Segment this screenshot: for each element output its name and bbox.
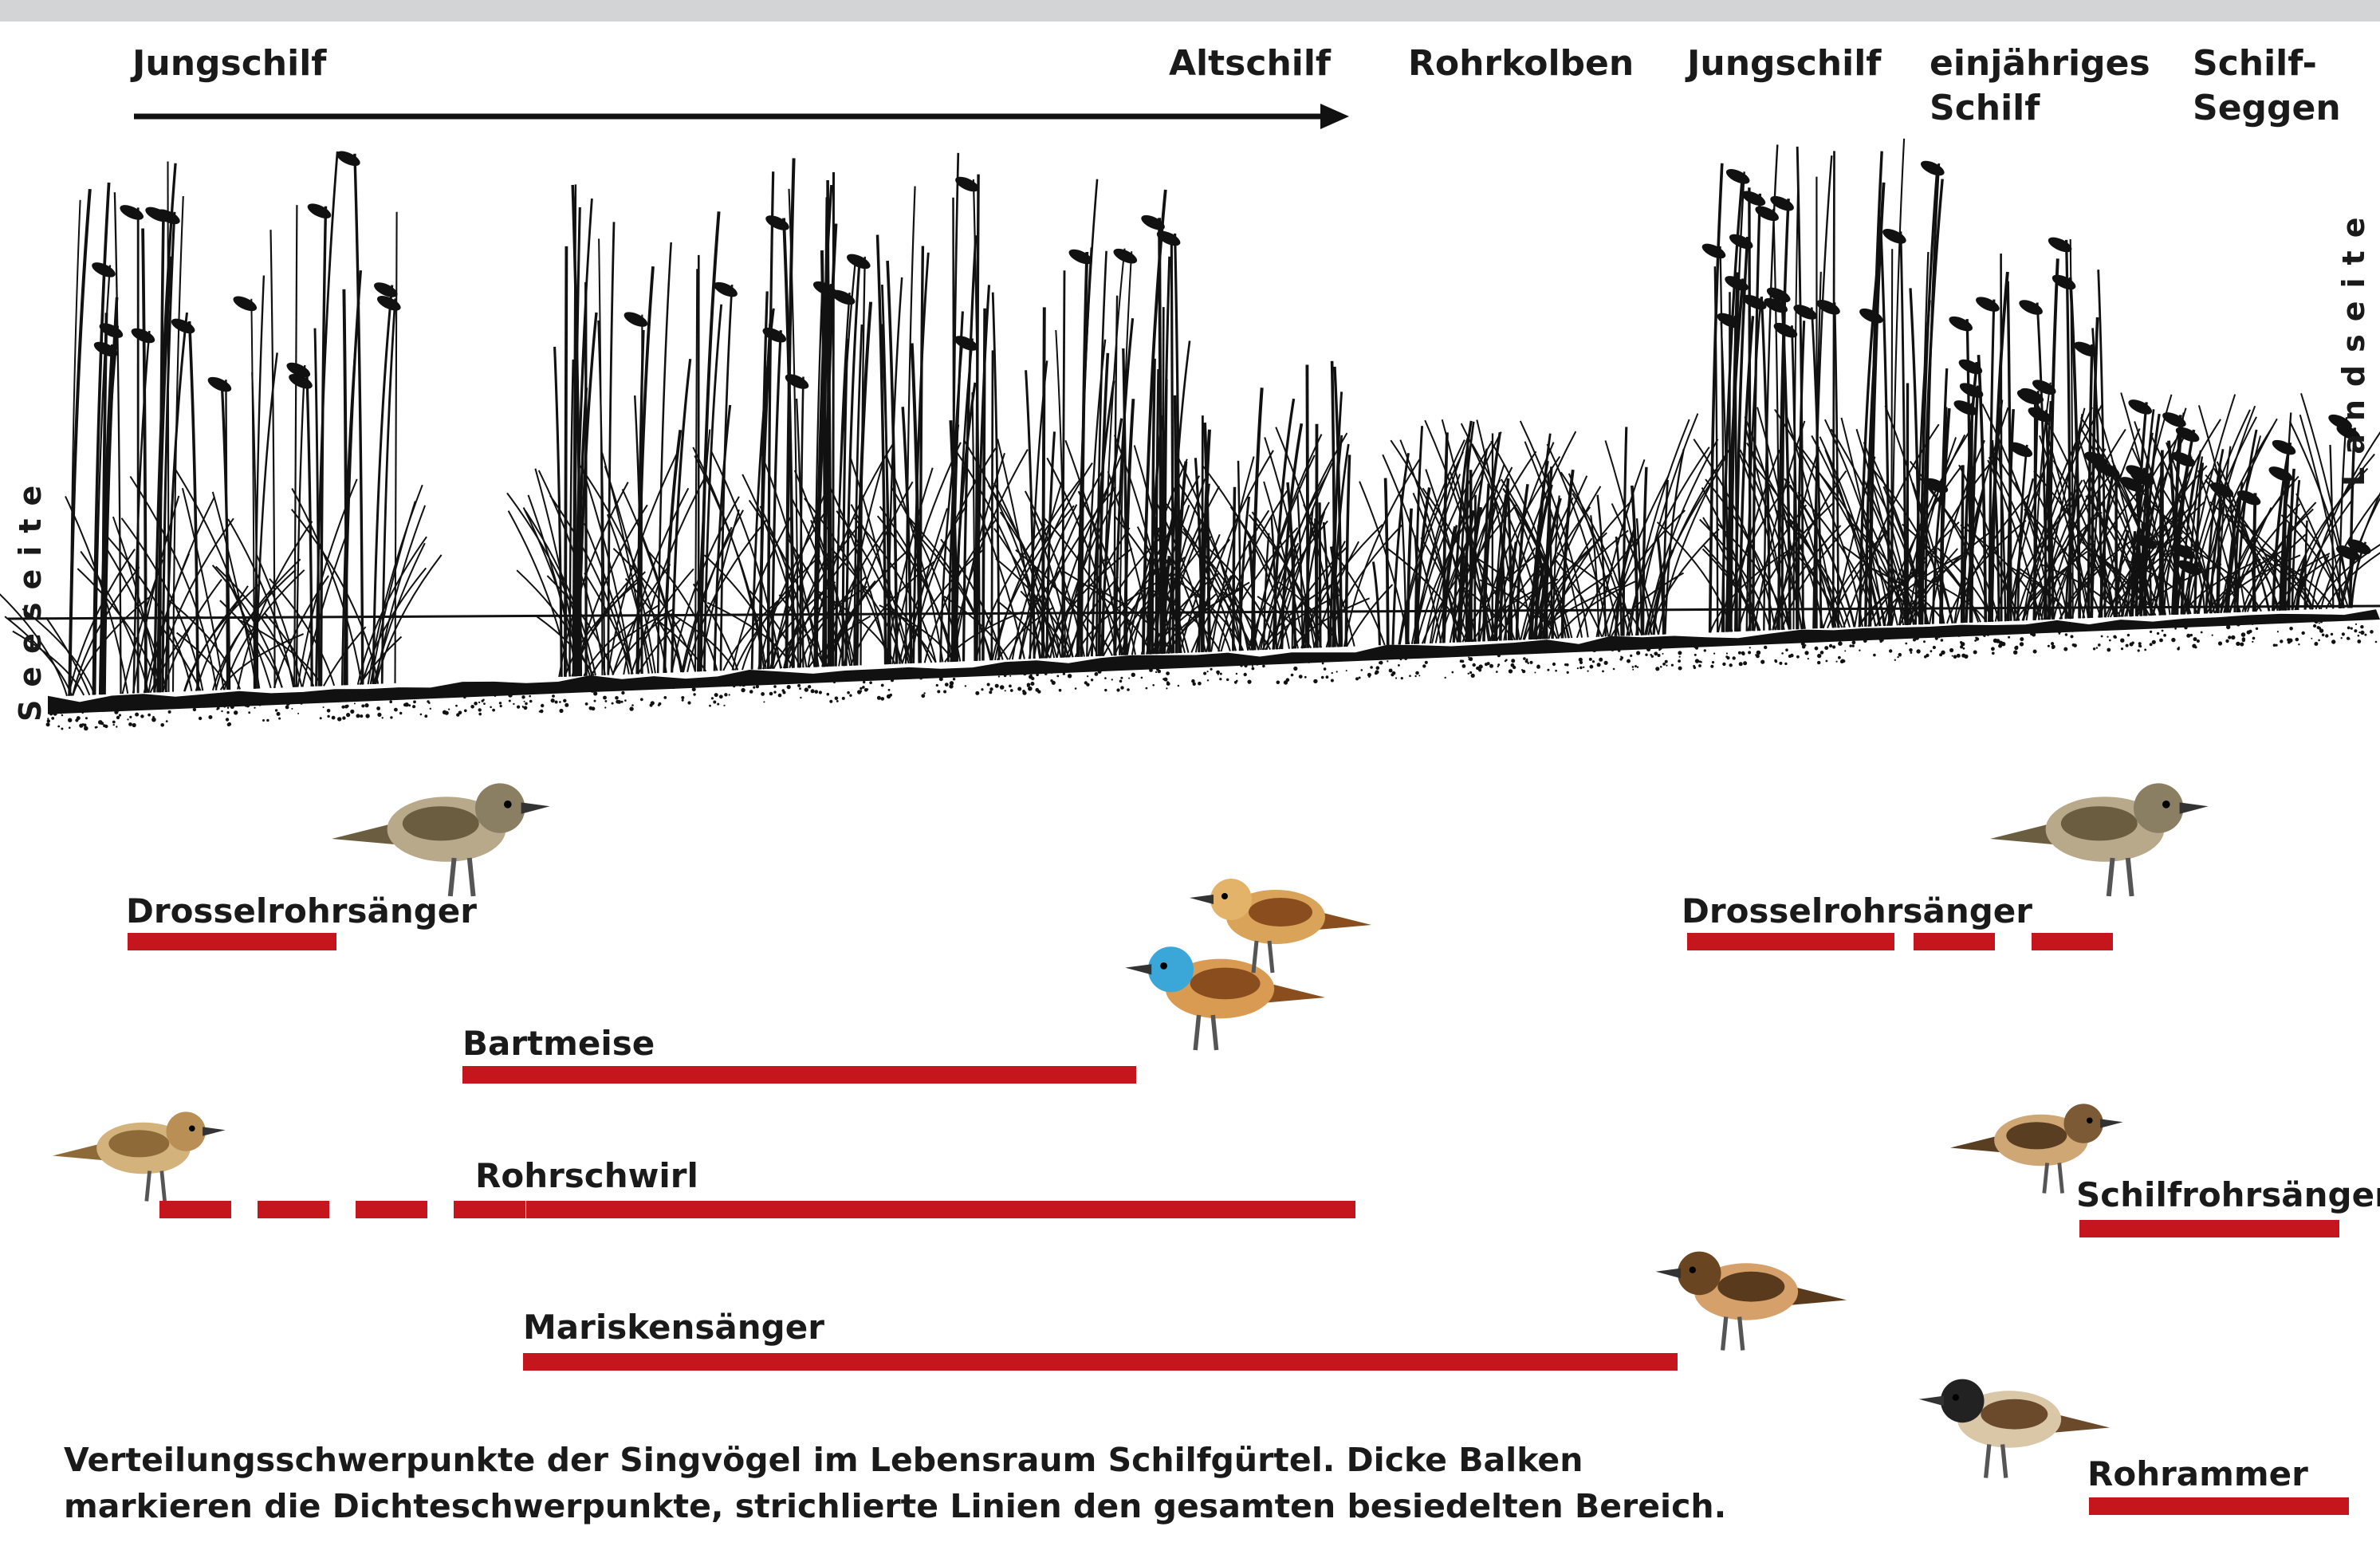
drosselrohrsaenger-left-bar bbox=[128, 933, 336, 950]
species-label-rohrschwirl: Rohrschwirl bbox=[475, 1156, 698, 1196]
rohrschwirl-dashed-bar bbox=[159, 1201, 525, 1218]
bartmeise-bar bbox=[462, 1066, 1136, 1084]
species-label-drosselrohrsaenger-left: Drosselrohrsänger bbox=[126, 891, 477, 931]
drosselrohrsaenger-right-bar-2 bbox=[1914, 933, 1995, 950]
zone-label-altschilf: Altschilf bbox=[1169, 41, 1331, 86]
zone-label-einjaehriges-schilf: einjähriges Schilf bbox=[1930, 41, 2150, 131]
species-label-mariskensaenger: Mariskensänger bbox=[523, 1308, 824, 1348]
species-label-schilfrohrsaenger: Schilfrohrsänger bbox=[2076, 1175, 2380, 1215]
rohrammer-bar bbox=[2089, 1497, 2349, 1515]
mariskensaenger-bar bbox=[523, 1353, 1678, 1371]
zone-label-jungschilf-2: Jungschilf bbox=[1687, 41, 1881, 86]
schilfrohrsaenger-bar bbox=[2079, 1220, 2339, 1237]
zone-label-jungschilf-1: Jungschilf bbox=[132, 41, 326, 86]
side-label-seeseite: Seeseite bbox=[13, 473, 48, 722]
species-label-rohrammer: Rohrammer bbox=[2087, 1454, 2308, 1494]
drosselrohrsaenger-right-bar-1 bbox=[1687, 933, 1894, 950]
drosselrohrsaenger-right-bar-3 bbox=[2032, 933, 2113, 950]
rohrschwirl-bar bbox=[526, 1201, 1355, 1218]
figure-caption: Verteilungsschwerpunkte der Singvögel im… bbox=[64, 1437, 1778, 1529]
side-label-landseite: Landseite bbox=[2336, 205, 2371, 486]
zone-label-schilf-seggen: Schilf- Seggen bbox=[2193, 41, 2341, 131]
zone-label-rohrkolben: Rohrkolben bbox=[1408, 41, 1634, 86]
species-label-bartmeise: Bartmeise bbox=[462, 1024, 655, 1064]
species-label-drosselrohrsaenger-right: Drosselrohrsänger bbox=[1682, 891, 2032, 931]
